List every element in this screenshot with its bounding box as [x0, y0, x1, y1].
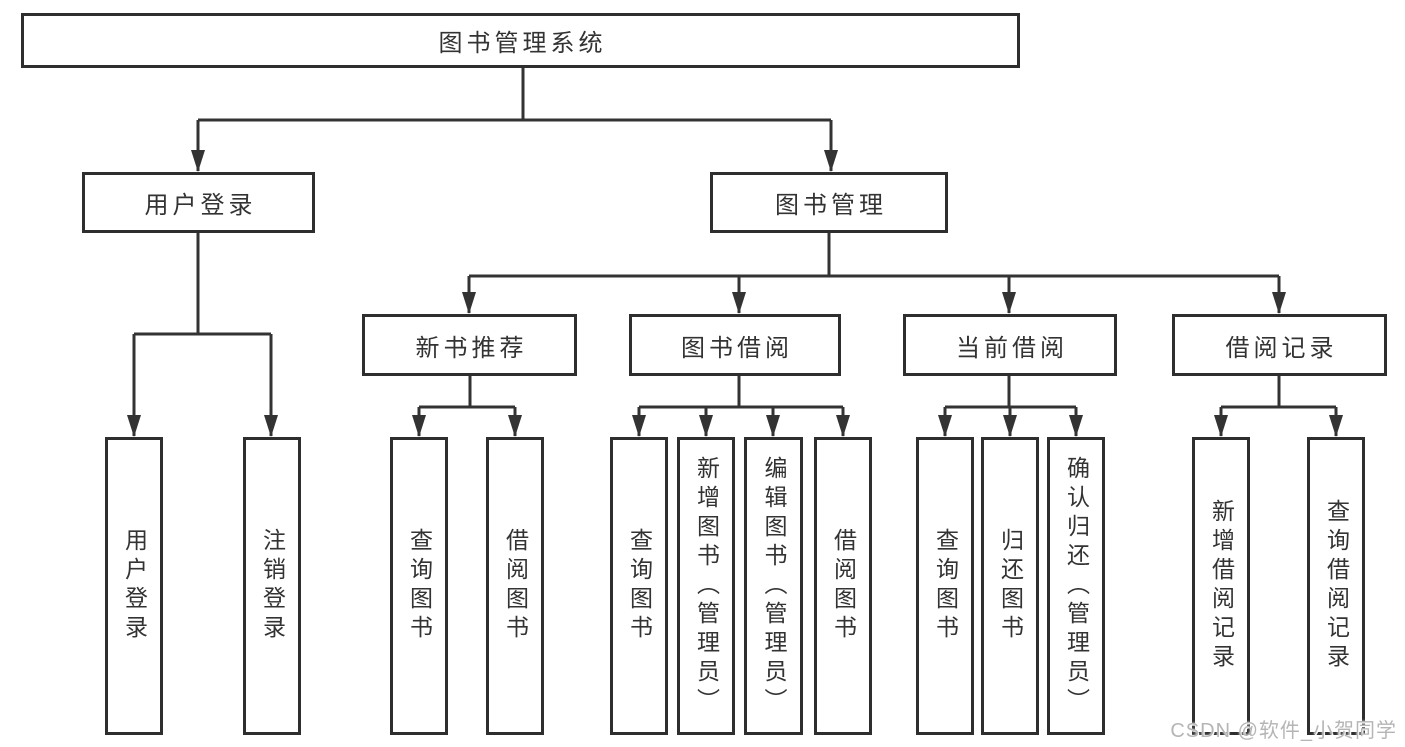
node-label: 图书管理 [775, 192, 887, 219]
leaf-borrow-books-recommend: 借阅图书 [486, 437, 544, 735]
leaf-logout: 注销登录 [243, 437, 301, 735]
leaf-add-borrow-record: 新增借阅记录 [1192, 437, 1250, 735]
leaf-query-borrow-record: 查询借阅记录 [1307, 437, 1365, 735]
leaf-query-books-current: 查询图书 [916, 437, 974, 735]
node-label: 图书管理系统 [438, 30, 607, 57]
node-label: 借阅记录 [1225, 334, 1338, 362]
leaf-user-login: 用户登录 [105, 437, 163, 735]
leaf-label: 查询图书 [626, 528, 653, 644]
leaf-label: 新增借阅记录 [1208, 499, 1235, 673]
node-borrow-records: 借阅记录 [1172, 314, 1387, 376]
leaf-edit-books-admin: 编辑图书（管理员） [744, 437, 803, 735]
node-user-login: 用户登录 [82, 172, 315, 233]
node-book-management: 图书管理 [710, 172, 948, 233]
leaf-label: 借阅图书 [830, 528, 857, 644]
leaf-label: 查询图书 [406, 528, 433, 644]
leaf-label: 用户登录 [121, 528, 148, 644]
leaf-return-books: 归还图书 [981, 437, 1039, 735]
leaf-query-books-recommend: 查询图书 [390, 437, 448, 735]
node-label: 用户登录 [144, 192, 257, 219]
leaf-confirm-return-admin: 确认归还（管理员） [1047, 437, 1105, 735]
node-new-book-recommend: 新书推荐 [362, 314, 577, 376]
leaf-borrow-books: 借阅图书 [814, 437, 872, 735]
leaf-add-books-admin: 新增图书（管理员） [677, 437, 735, 735]
leaf-query-books-borrow: 查询图书 [610, 437, 668, 735]
node-label: 新书推荐 [415, 334, 528, 362]
node-current-borrow: 当前借阅 [903, 314, 1117, 376]
csdn-watermark: CSDN @软件_小贺同学 [1170, 720, 1397, 742]
leaf-label: 新增图书（管理员） [693, 455, 720, 717]
leaf-label: 确认归还（管理员） [1063, 455, 1090, 717]
node-label: 图书借阅 [681, 334, 793, 362]
node-label: 当前借阅 [956, 334, 1068, 362]
leaf-label: 借阅图书 [502, 528, 529, 644]
leaf-label: 归还图书 [997, 528, 1024, 644]
node-book-borrow: 图书借阅 [629, 314, 841, 376]
leaf-label: 注销登录 [259, 528, 286, 644]
node-library-management-system: 图书管理系统 [21, 13, 1020, 68]
leaf-label: 编辑图书（管理员） [761, 455, 787, 717]
leaf-label: 查询借阅记录 [1323, 499, 1350, 673]
leaf-label: 查询图书 [932, 528, 959, 644]
